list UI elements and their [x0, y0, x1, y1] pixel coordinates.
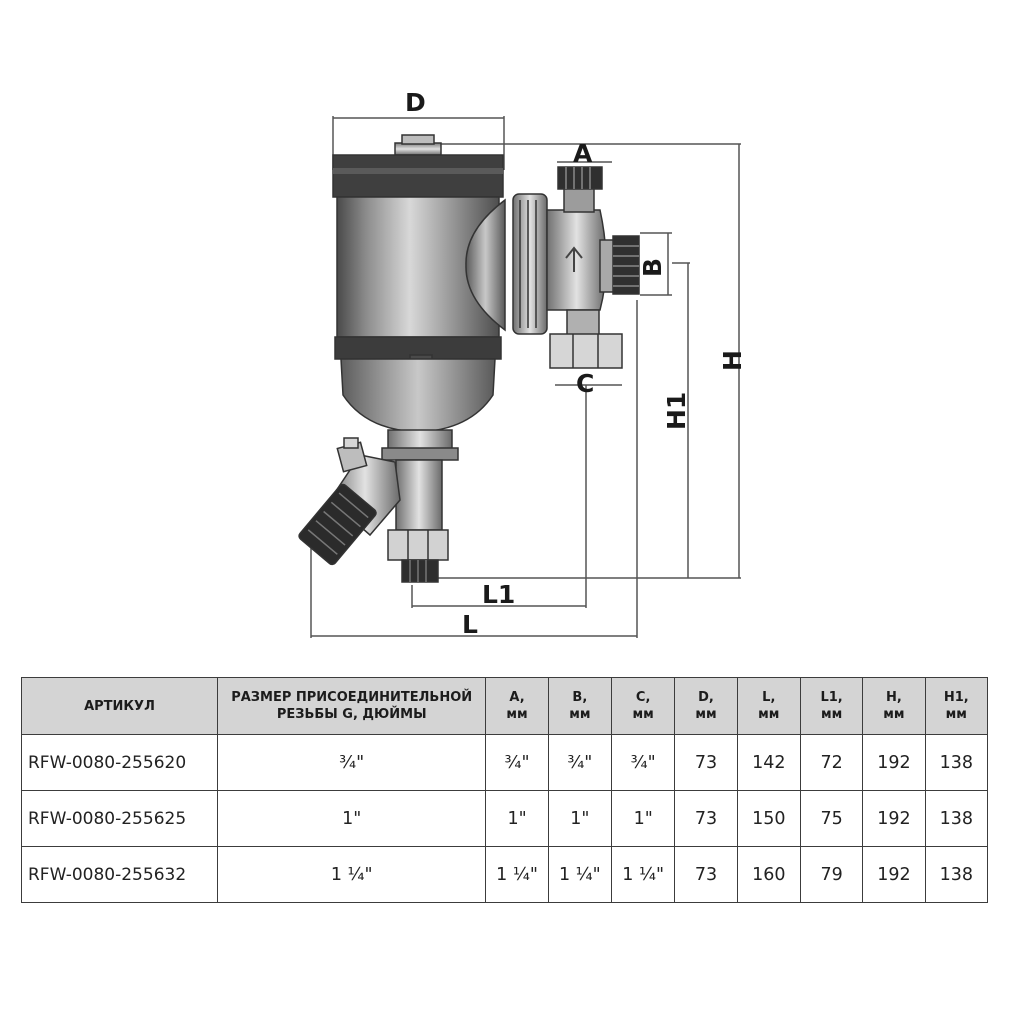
- label-L: L: [462, 610, 478, 639]
- cell-H1: 138: [924, 790, 989, 847]
- label-H: H: [718, 350, 747, 371]
- cell-thread-size: ¾": [216, 734, 487, 791]
- cell-L1: 79: [799, 846, 864, 903]
- cell-L: 160: [736, 846, 801, 903]
- label-H1: H1: [662, 392, 691, 430]
- label-B: B: [638, 258, 667, 277]
- cell-L1: 75: [799, 790, 864, 847]
- label-C: C: [576, 369, 594, 398]
- cell-L: 142: [736, 734, 801, 791]
- header-H1: H1,мм: [924, 677, 989, 735]
- cell-thread-size: 1 ¼": [216, 846, 487, 903]
- cell-L1: 72: [799, 734, 864, 791]
- cell-A: ¾": [485, 734, 549, 791]
- cell-B: ¾": [547, 734, 613, 791]
- table-row: RFW-0080-255620 ¾" ¾" ¾" ¾" 73 142 72 19…: [21, 734, 989, 791]
- cell-D: 73: [674, 790, 738, 847]
- filter-body: [332, 134, 504, 583]
- cell-D: 73: [674, 734, 738, 791]
- cell-H: 192: [862, 734, 926, 791]
- dimension-lines: [310, 116, 741, 638]
- cell-H1: 138: [924, 846, 989, 903]
- cell-A: 1": [485, 790, 549, 847]
- cell-H1: 138: [924, 734, 989, 791]
- cell-C: 1 ¼": [610, 846, 676, 903]
- cell-B: 1 ¼": [547, 846, 613, 903]
- header-B: B,мм: [547, 677, 613, 735]
- label-A: A: [573, 139, 593, 168]
- header-H: H,мм: [862, 677, 926, 735]
- header-D: D,мм: [674, 677, 738, 735]
- cell-article: RFW-0080-255620: [21, 734, 218, 791]
- cell-article: RFW-0080-255625: [21, 790, 218, 847]
- cell-C: 1": [610, 790, 676, 847]
- header-L1: L1,мм: [799, 677, 864, 735]
- drain-valve: [298, 437, 401, 566]
- header-article: АРТИКУЛ: [21, 677, 218, 735]
- header-L: L,мм: [736, 677, 801, 735]
- cell-B: 1": [547, 790, 613, 847]
- header-A: A,мм: [485, 677, 549, 735]
- table-row: RFW-0080-255625 1" 1" 1" 1" 73 150 75 19…: [21, 790, 989, 847]
- cell-A: 1 ¼": [485, 846, 549, 903]
- dimension-drawing: D A B C H H1 L1 L: [298, 88, 747, 639]
- side-connection: [465, 166, 640, 369]
- cell-H: 192: [862, 846, 926, 903]
- label-L1: L1: [482, 580, 515, 609]
- table-row: RFW-0080-255632 1 ¼" 1 ¼" 1 ¼" 1 ¼" 73 1…: [21, 846, 989, 903]
- cell-thread-size: 1": [216, 790, 487, 847]
- cell-C: ¾": [610, 734, 676, 791]
- cell-D: 73: [674, 846, 738, 903]
- header-C: C,мм: [610, 677, 676, 735]
- cell-L: 150: [736, 790, 801, 847]
- cell-H: 192: [862, 790, 926, 847]
- cell-article: RFW-0080-255632: [21, 846, 218, 903]
- label-D: D: [405, 88, 426, 117]
